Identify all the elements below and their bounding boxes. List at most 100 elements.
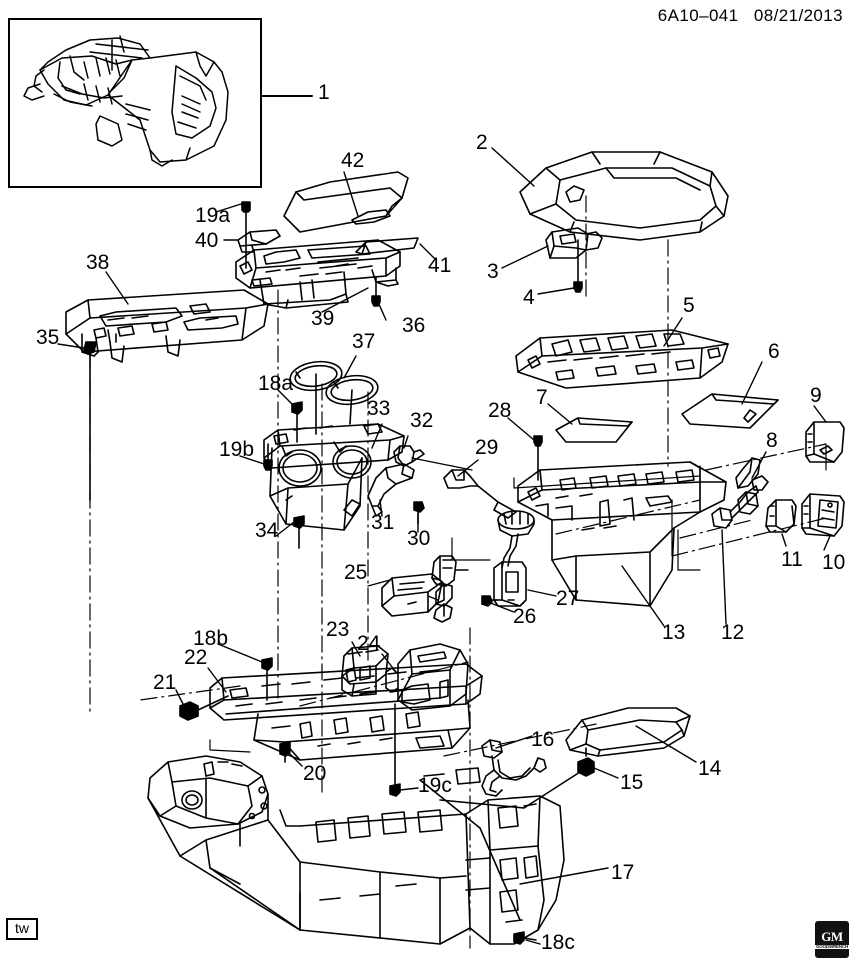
leader-3 (502, 246, 548, 268)
callout-4: 4 (523, 286, 535, 309)
part-16-drawing (482, 740, 546, 796)
callout-40: 40 (195, 229, 219, 252)
callout-39: 39 (311, 307, 335, 330)
callout-33: 33 (367, 397, 391, 420)
leader-4 (538, 288, 574, 294)
callout-24: 24 (357, 632, 381, 655)
part-2-drawing (520, 152, 728, 240)
callout-21: 21 (153, 671, 177, 694)
part-25-drawing (382, 574, 442, 616)
part-31-drawing (368, 464, 414, 516)
callout-41: 41 (428, 254, 452, 277)
callout-1: 1 (318, 81, 330, 104)
connector-brackets (210, 444, 826, 752)
leader-24 (382, 654, 396, 672)
leader-10 (824, 536, 830, 550)
header-doc-code: 6A10–041 08/21/2013 (658, 6, 843, 26)
leader-8-left (428, 596, 438, 600)
gm-logo: GM GOODWRENCH (815, 921, 849, 958)
part-5-drawing (516, 330, 728, 388)
part-27-drawing (494, 511, 534, 606)
leader-20 (288, 752, 302, 766)
leader-27 (528, 590, 556, 596)
part-9-drawing (806, 422, 844, 462)
footer-tag: tw (6, 918, 38, 940)
callout-42: 42 (341, 149, 365, 172)
part-37-drawing (288, 359, 379, 408)
callout-18-b: 18b (193, 627, 229, 650)
leader-17 (520, 868, 608, 884)
leader-6 (742, 362, 762, 404)
part-14-drawing (566, 708, 690, 756)
leader-34 (276, 522, 294, 536)
part-34-screw (294, 516, 304, 548)
part-3-drawing (546, 228, 602, 258)
callout-3: 3 (487, 260, 499, 283)
leader-18c (526, 940, 540, 944)
part-8-left-drawing (434, 584, 452, 622)
leader-42 (344, 172, 358, 216)
part-10-drawing (802, 494, 844, 536)
part-32-drawing (394, 446, 424, 466)
leader-8-right (752, 452, 766, 478)
callout-34: 34 (255, 519, 279, 542)
callout-8-right: 8 (766, 429, 778, 452)
leader-26 (488, 602, 514, 612)
leader-39 (322, 288, 368, 312)
part-19b-screw (264, 444, 272, 470)
part-24-drawing (386, 644, 468, 710)
callout-23: 23 (326, 618, 350, 641)
leader-16 (496, 736, 532, 748)
part-26-screw (482, 596, 498, 606)
leader-32 (404, 436, 408, 448)
part-30-screw (414, 502, 424, 524)
console-assembly-inset-box (8, 18, 262, 188)
leader-9 (814, 406, 826, 422)
callout-18-c: 18c (541, 931, 575, 954)
part-38-drawing (66, 290, 268, 362)
part-21-nut (180, 696, 228, 720)
header-date: 08/21/2013 (753, 6, 843, 25)
callout-6: 6 (768, 340, 780, 363)
gm-logo-text: GM (821, 929, 843, 944)
leader-13 (622, 566, 664, 626)
callout-7: 7 (536, 386, 548, 409)
leader-41 (420, 244, 434, 258)
callout-5: 5 (683, 294, 695, 317)
leader-23 (352, 642, 360, 656)
callout-31: 31 (371, 511, 395, 534)
part-41-drawing (356, 238, 418, 254)
leader-12 (722, 530, 726, 624)
leader-14 (636, 726, 696, 762)
part-33-drawing (264, 374, 404, 530)
callout-32: 32 (410, 409, 434, 432)
leader-5 (664, 318, 682, 346)
leader-33 (372, 424, 382, 448)
callout-13: 13 (662, 621, 686, 644)
callout-10: 10 (822, 551, 846, 574)
alignment-axes (90, 196, 826, 948)
callout-19-c: 19c (418, 774, 452, 797)
part-18a-screw (292, 402, 302, 442)
callout-19-a: 19a (195, 204, 231, 227)
callout-27: 27 (556, 587, 580, 610)
callout-20: 20 (303, 762, 327, 785)
callout-11-right: 11 (781, 548, 803, 571)
callout-14: 14 (698, 757, 722, 780)
leader-15 (594, 768, 618, 778)
callout-18-a: 18a (258, 372, 294, 395)
part-6-drawing (682, 394, 778, 428)
callout-22: 22 (184, 646, 208, 669)
callout-38: 38 (86, 251, 110, 274)
callout-16: 16 (531, 728, 555, 751)
part-29-drawing (444, 470, 516, 518)
leader-18b (218, 644, 262, 662)
leader-21 (176, 690, 184, 706)
part-12-drawing (712, 476, 768, 528)
callout-2: 2 (476, 131, 488, 154)
callout-37: 37 (352, 330, 376, 353)
part-15-nut (440, 748, 594, 808)
callout-17: 17 (611, 861, 635, 884)
callout-30: 30 (407, 527, 431, 550)
